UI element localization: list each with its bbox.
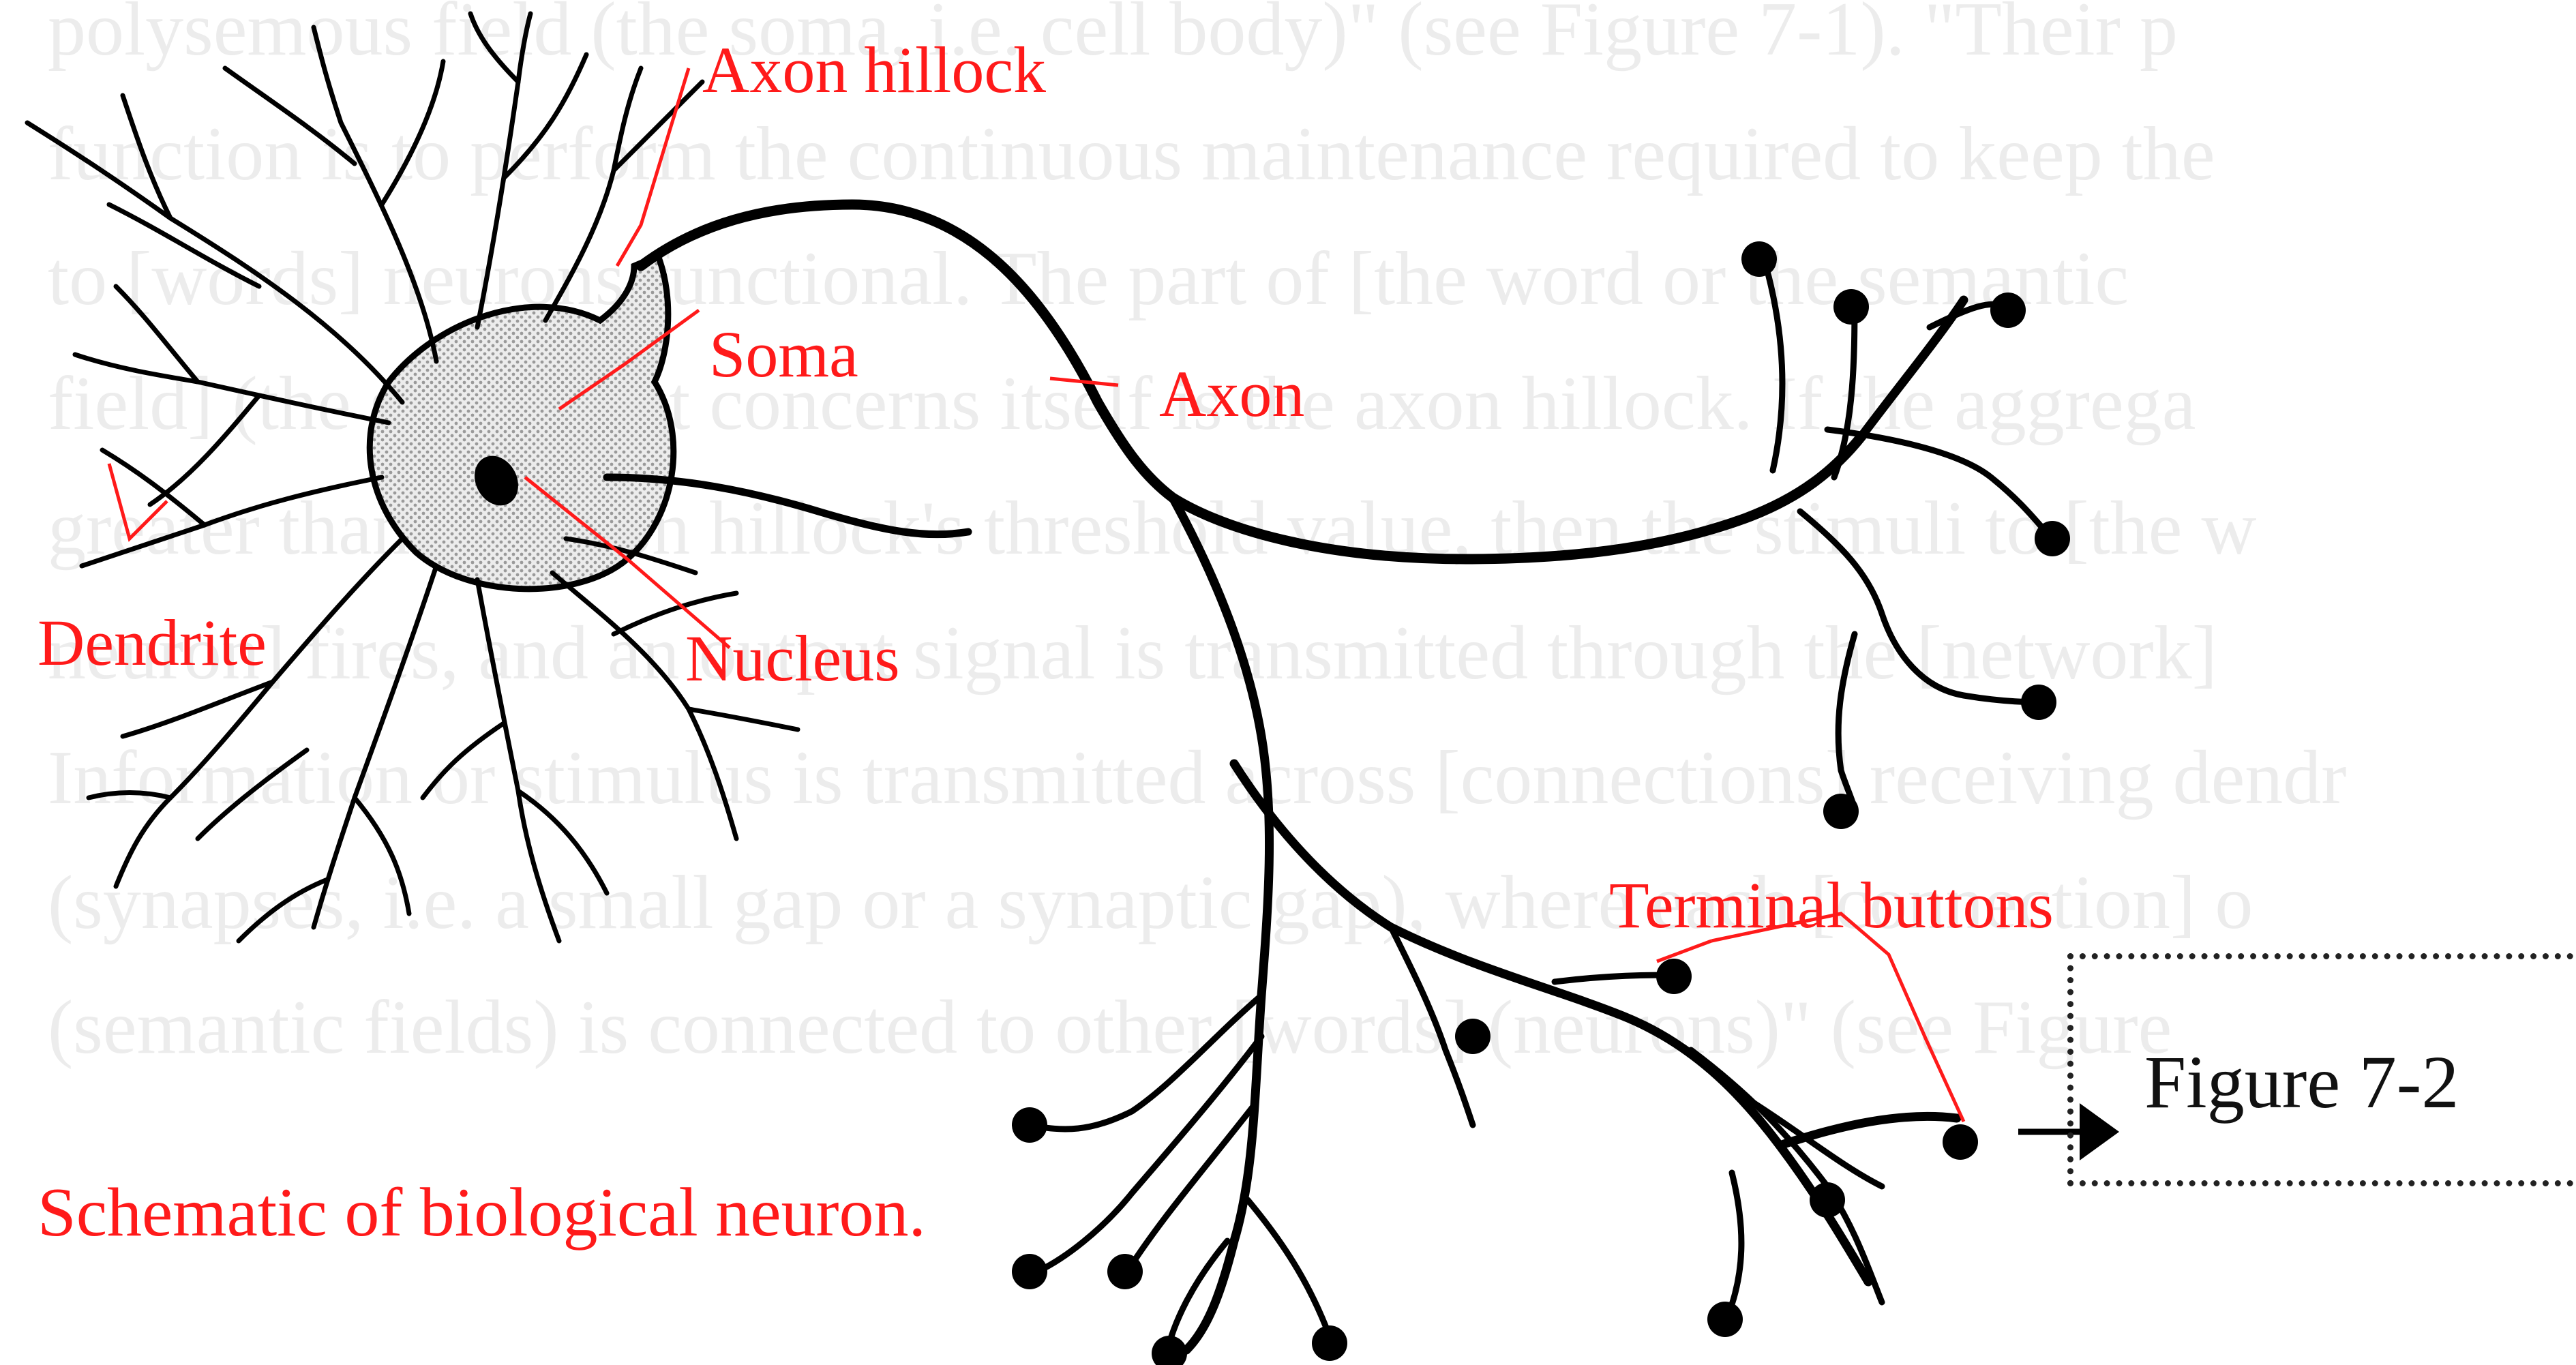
- soma-body: [370, 256, 674, 589]
- label-terminal-buttons: Terminal buttons: [1609, 873, 2054, 938]
- label-soma: Soma: [709, 322, 858, 387]
- label-axon-hillock: Axon hillock: [702, 38, 1046, 103]
- label-axon: Axon: [1159, 361, 1304, 427]
- label-nucleus: Nucleus: [685, 626, 900, 691]
- diagram-caption: Schematic of biological neuron.: [38, 1178, 926, 1248]
- figure-reference-label: Figure 7-2: [2144, 1045, 2459, 1120]
- label-dendrite: Dendrite: [38, 610, 267, 676]
